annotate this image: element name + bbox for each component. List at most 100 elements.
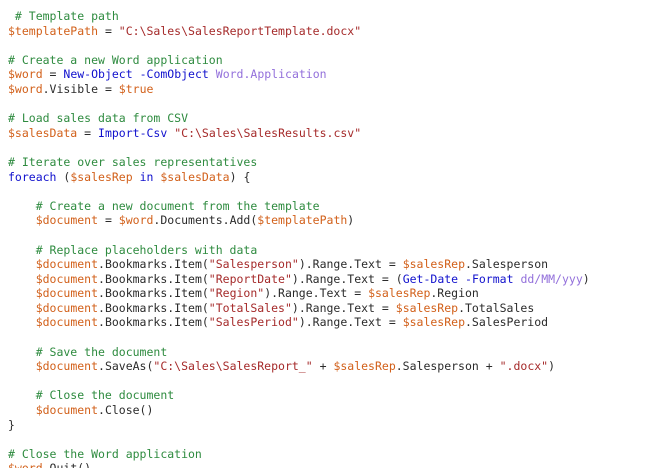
- operator-token: [209, 67, 216, 81]
- cmdlet-token: Import-Csv: [98, 125, 168, 140]
- operator-token: +: [312, 359, 334, 374]
- property-token: .Salesperson: [465, 257, 549, 272]
- punctuation-token: (: [395, 271, 403, 286]
- comment-token: # Close the Word application: [8, 446, 202, 461]
- comment-token: # Save the document: [8, 344, 168, 359]
- property-token: ).Range.Text: [291, 300, 375, 315]
- code-line: $word.Visible = $true: [8, 82, 590, 97]
- code-line: # Close the document: [8, 388, 590, 403]
- code-line-blank: [8, 184, 590, 199]
- operator-token: [458, 272, 465, 286]
- property-token: .Bookmarks.Item(: [98, 286, 209, 301]
- operator-token: =: [347, 286, 369, 301]
- property-token: ).Range.Text: [298, 315, 382, 330]
- comment-token: # Load sales data from CSV: [8, 111, 189, 126]
- code-line: # Create a new document from the templat…: [8, 199, 590, 214]
- indent: [8, 272, 36, 286]
- comment-token: # Close the document: [8, 388, 175, 403]
- string-token: "C:\Sales\SalesReportTemplate.docx": [118, 23, 362, 38]
- code-line: $document.Bookmarks.Item("ReportDate").R…: [8, 272, 590, 287]
- property-token: .Bookmarks.Item(: [98, 257, 209, 272]
- punctuation-token: (: [56, 169, 71, 184]
- code-line: $salesData = Import-Csv "C:\Sales\SalesR…: [8, 126, 590, 141]
- property-token: .Documents.Add(: [153, 213, 258, 228]
- property-token: .Close(): [98, 403, 154, 418]
- indent: [8, 286, 36, 300]
- code-line: $word = New-Object -ComObject Word.Appli…: [8, 67, 590, 82]
- keyword-token: foreach: [8, 169, 57, 184]
- punctuation-token: ): [347, 213, 355, 228]
- indent: [8, 257, 36, 271]
- variable-token: $word: [8, 81, 43, 96]
- variable-token: $document: [35, 271, 99, 286]
- property-token: .TotalSales: [458, 300, 535, 315]
- indent: [8, 213, 36, 227]
- code-line: }: [8, 418, 590, 433]
- code-line-blank: [8, 140, 590, 155]
- property-token: .Bookmarks.Item(: [98, 315, 209, 330]
- type-literal-token: Word.Application: [215, 67, 327, 82]
- variable-token: $document: [35, 300, 99, 315]
- code-line: foreach ($salesRep in $salesData) {: [8, 170, 590, 185]
- string-token: "TotalSales": [208, 300, 292, 315]
- code-line: $document.Bookmarks.Item("TotalSales").R…: [8, 301, 590, 316]
- operator-token: [133, 67, 140, 81]
- property-token: ).Range.Text: [264, 286, 348, 301]
- string-token: "ReportDate": [208, 271, 292, 286]
- comment-token: # Iterate over sales representatives: [8, 154, 258, 169]
- property-token: .Quit(): [43, 461, 91, 468]
- code-line-blank: [8, 330, 590, 345]
- string-token: "C:\Sales\SalesResults.csv": [174, 125, 362, 140]
- code-line-blank: [8, 374, 590, 389]
- indent: [8, 301, 36, 315]
- code-line: # Iterate over sales representatives: [8, 155, 590, 170]
- code-line-blank: [8, 97, 590, 112]
- variable-token: $salesRep: [368, 286, 431, 301]
- code-line-blank: [8, 38, 590, 53]
- keyword-token: in: [139, 169, 154, 184]
- code-line: $word.Quit(): [8, 461, 590, 468]
- code-line: $document.Close(): [8, 403, 590, 418]
- variable-token: $word: [8, 67, 43, 82]
- variable-token: $salesData: [8, 125, 78, 140]
- variable-token: $salesData: [160, 169, 230, 184]
- code-line: # Replace placeholders with data: [8, 243, 590, 258]
- variable-token: $document: [35, 403, 99, 418]
- property-token: .SaveAs(: [98, 359, 154, 374]
- property-token: .Visible: [42, 81, 99, 96]
- variable-token: $document: [35, 213, 99, 228]
- variable-token: $salesRep: [402, 257, 465, 272]
- code-line: # Close the Word application: [8, 447, 590, 462]
- operator-token: =: [98, 23, 119, 38]
- code-line: # Save the document: [8, 345, 590, 360]
- variable-token: $salesRep: [402, 315, 465, 330]
- operator-token: =: [381, 315, 403, 330]
- variable-token: $word: [118, 213, 154, 228]
- code-line: # Template path: [8, 9, 590, 24]
- powershell-code-block[interactable]: # Template path$templatePath = "C:\Sales…: [8, 9, 590, 468]
- property-token: .Bookmarks.Item(: [98, 271, 209, 286]
- code-line: $document = $word.Documents.Add($templat…: [8, 213, 590, 228]
- punctuation-token: ): [548, 359, 556, 374]
- punctuation-token: ) {: [229, 169, 251, 184]
- indent: [8, 315, 36, 329]
- code-line: $document.Bookmarks.Item("SalesPeriod").…: [8, 315, 590, 330]
- string-token: "C:\Sales\SalesReport_": [153, 359, 313, 374]
- operator-token: =: [381, 257, 403, 272]
- string-token: "Region": [208, 286, 265, 301]
- parameter-token: -ComObject: [139, 67, 209, 82]
- code-line: $templatePath = "C:\Sales\SalesReportTem…: [8, 24, 590, 39]
- code-line-blank: [8, 432, 590, 447]
- code-line: # Load sales data from CSV: [8, 111, 590, 126]
- closing-brace-token: }: [8, 417, 15, 432]
- comment-token: # Create a new Word application: [8, 52, 223, 67]
- operator-token: =: [374, 300, 396, 315]
- property-token: ).Range.Text: [291, 271, 375, 286]
- cmdlet-token: New-Object: [63, 67, 133, 82]
- property-token: .Bookmarks.Item(: [98, 300, 209, 315]
- parameter-token: -Format: [465, 271, 514, 286]
- variable-token: $templatePath: [257, 213, 348, 228]
- code-line-blank: [8, 228, 590, 243]
- variable-token: $document: [35, 257, 99, 272]
- string-token: ".docx": [499, 359, 549, 374]
